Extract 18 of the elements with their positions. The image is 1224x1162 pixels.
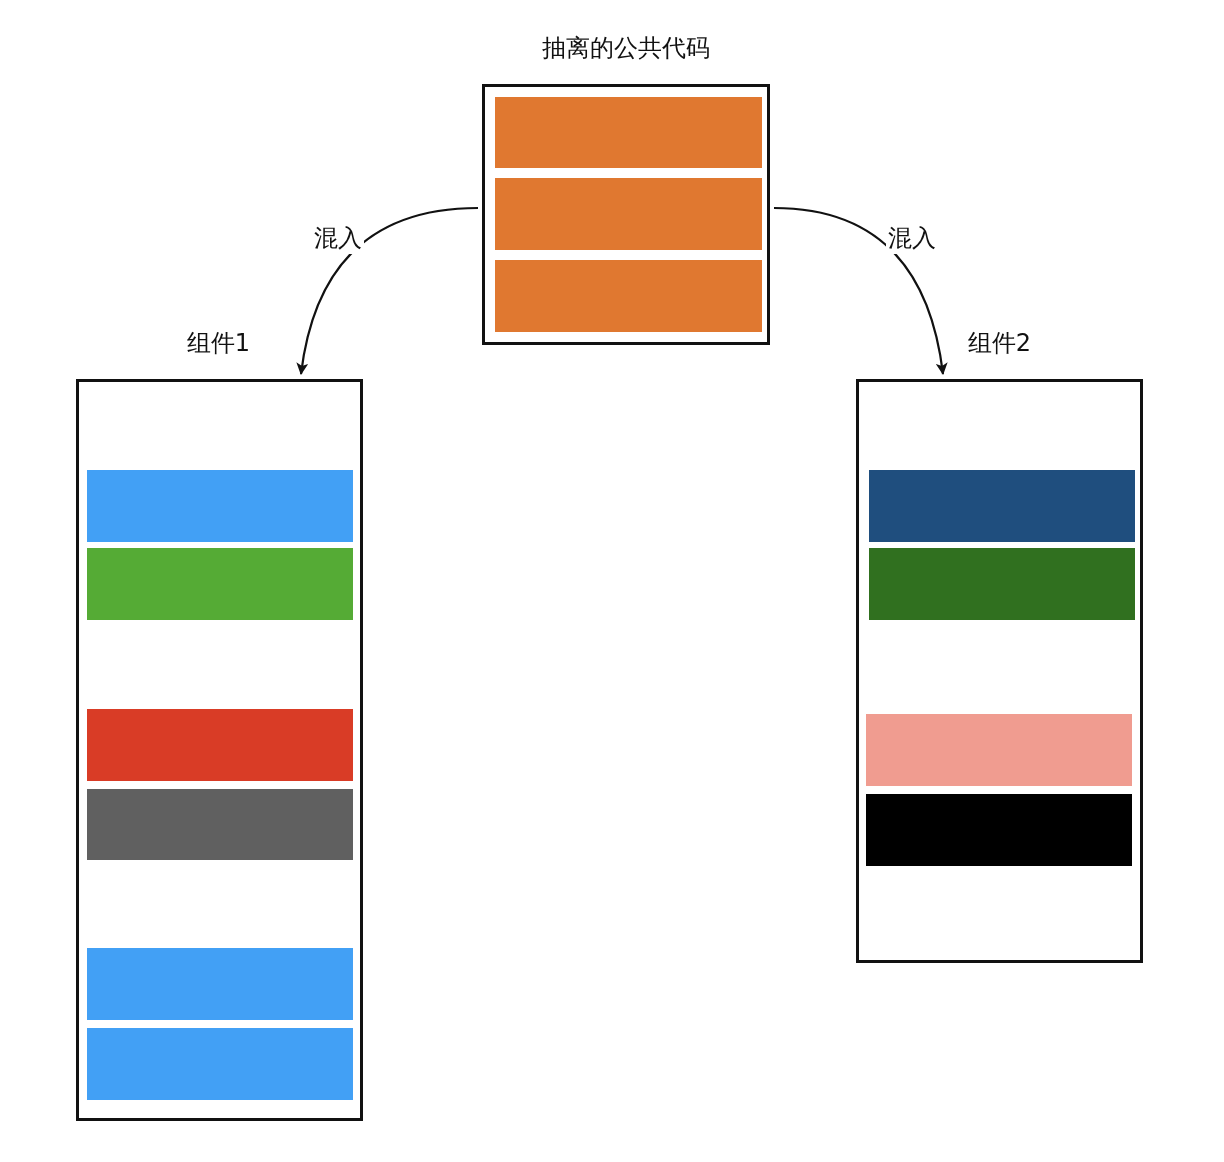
curved-arrow — [773, 206, 948, 375]
color-bar — [87, 789, 353, 860]
color-bar — [866, 794, 1132, 866]
color-bar — [495, 260, 762, 332]
color-bar — [87, 1028, 353, 1100]
box-heading: 组件1 — [186, 328, 251, 359]
color-bar — [87, 548, 353, 620]
curved-arrow — [296, 206, 479, 375]
color-bar — [495, 97, 762, 168]
color-bar — [87, 709, 353, 781]
color-bar — [866, 714, 1132, 786]
color-bar — [495, 178, 762, 250]
color-bar — [869, 548, 1135, 620]
box-heading: 组件2 — [967, 328, 1032, 359]
color-bar — [869, 470, 1135, 542]
box-heading: 抽离的公共代码 — [542, 33, 710, 64]
color-bar — [87, 948, 353, 1020]
color-bar — [87, 470, 353, 542]
